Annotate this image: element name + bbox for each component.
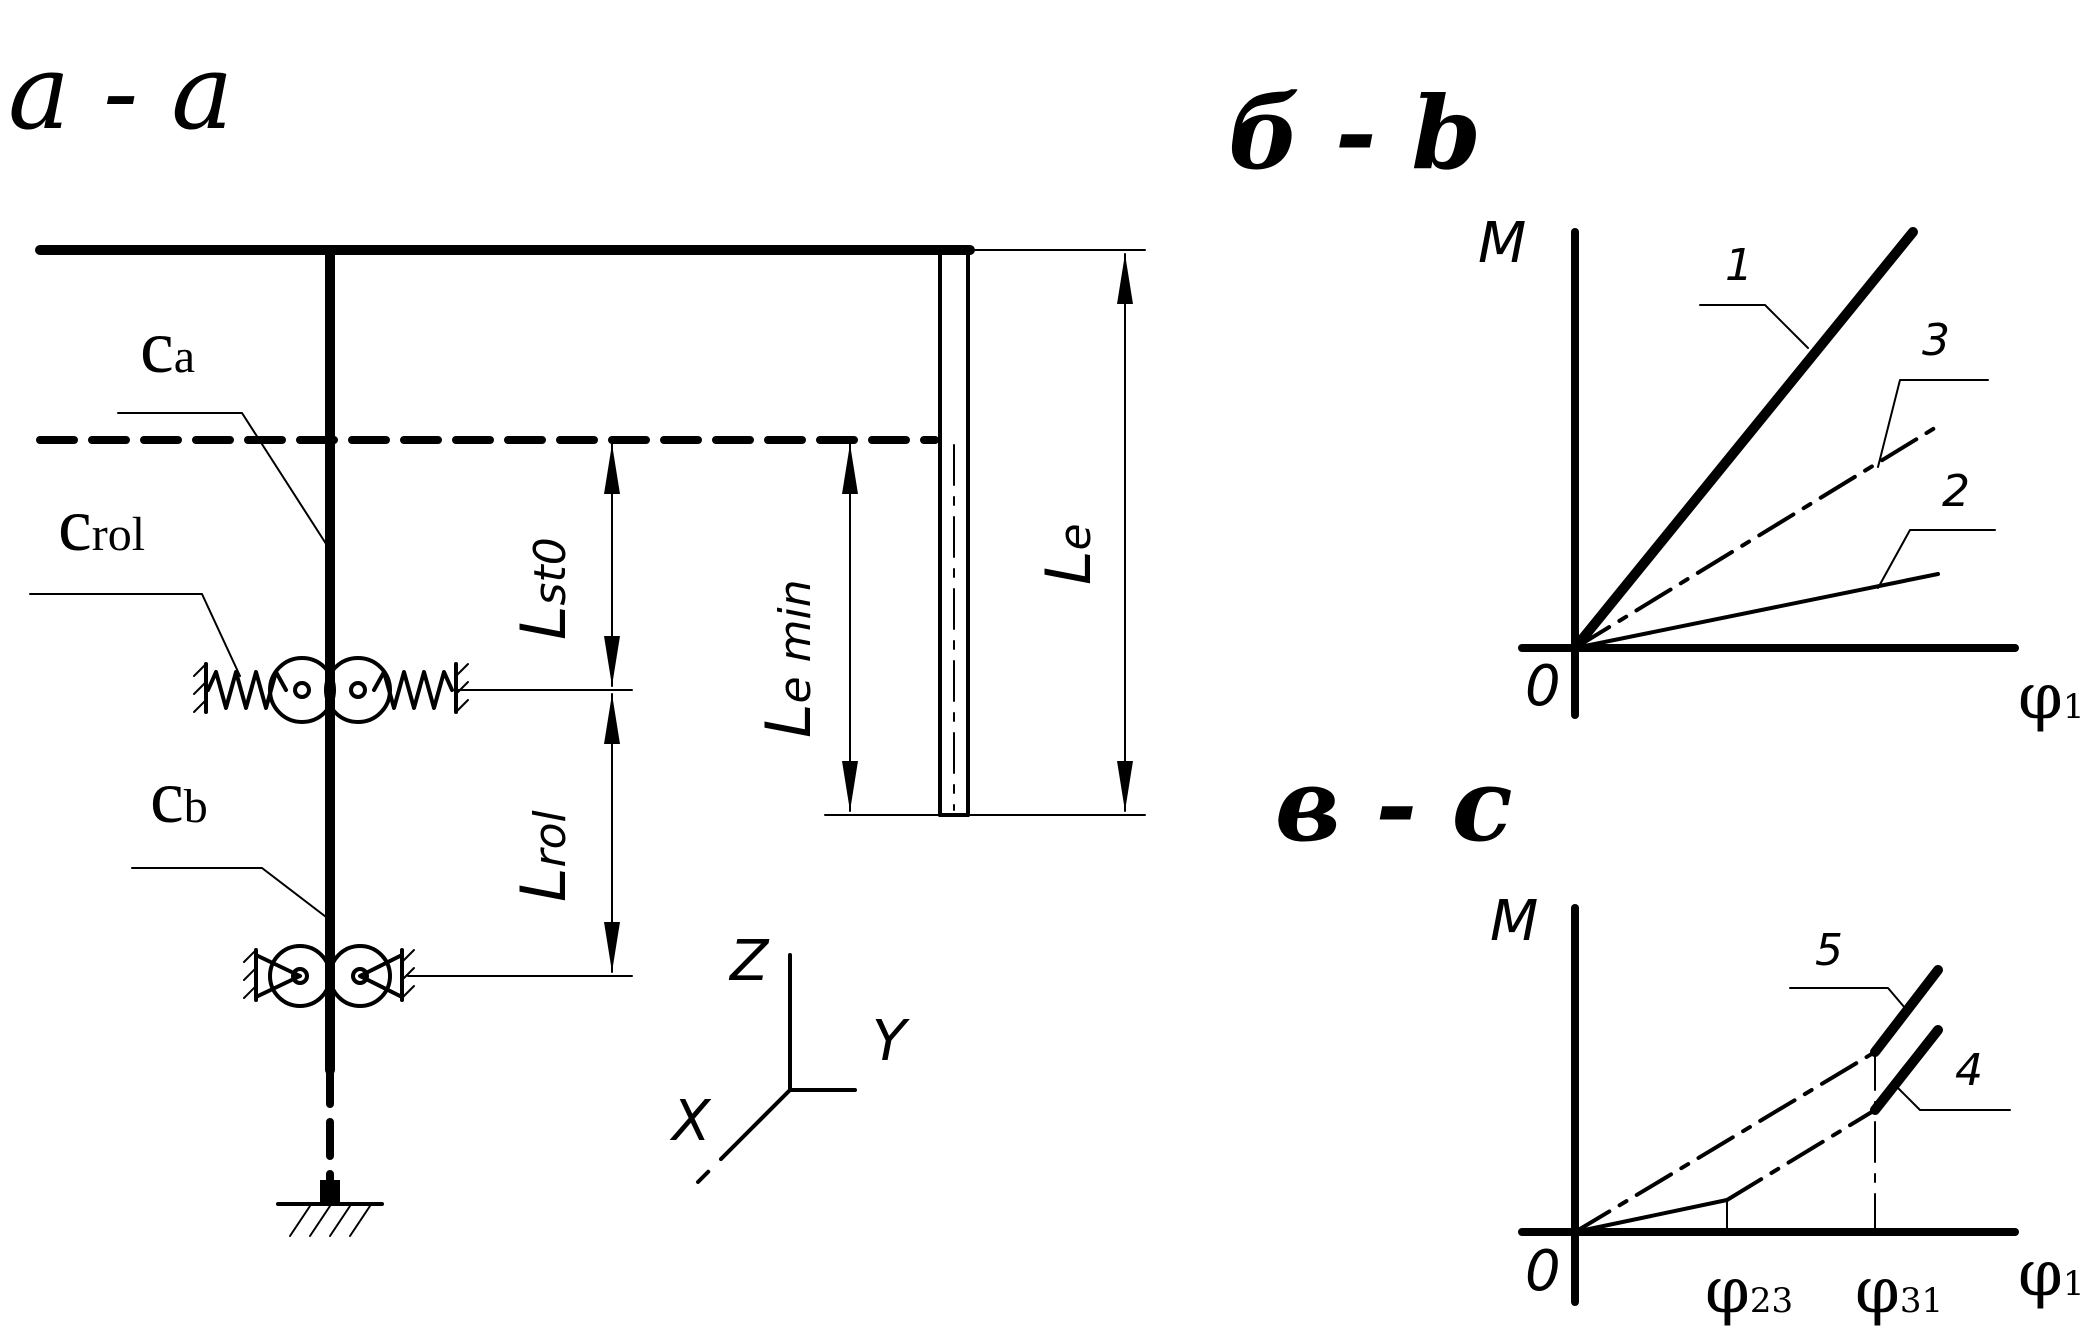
lower-right-roller xyxy=(328,944,392,1008)
ground-support xyxy=(276,1180,384,1237)
panel-b: б - b M 0 φ1 1 3 2 xyxy=(1228,74,2080,734)
curve-1-label: 1 xyxy=(1725,240,1753,291)
leader-curve-5 xyxy=(1789,987,1906,1009)
label-c-a: ca xyxy=(140,305,195,389)
curve-2 xyxy=(1573,572,1940,650)
label-l-e-min: Le min xyxy=(752,579,825,738)
label-l-st0: Lst0 xyxy=(507,537,580,640)
leader-curve-2 xyxy=(1877,529,1996,589)
curve-2-label: 2 xyxy=(1942,466,1970,517)
label-l-e: Le xyxy=(1032,523,1105,585)
axis-x-label: X xyxy=(669,1089,712,1154)
spring-roller-assembly xyxy=(193,656,469,724)
curve-3-label: 3 xyxy=(1922,315,1950,366)
curve-3 xyxy=(1573,424,1940,650)
right-spring xyxy=(372,670,454,710)
label-c-rol: crol xyxy=(58,483,145,567)
label-c-b: cb xyxy=(150,755,208,839)
plot-c-y-label: M xyxy=(1490,889,1538,954)
tick-phi-31-label: φ31 xyxy=(1855,1254,1943,1328)
panel-a-title: а - a xyxy=(8,31,233,153)
lower-bearing xyxy=(243,944,415,1008)
left-roller xyxy=(268,656,336,724)
blade xyxy=(938,250,970,817)
axis-z-label: Z xyxy=(728,929,770,994)
curve-5-upper xyxy=(1870,965,1943,1057)
tick-phi-23-label: φ23 xyxy=(1705,1254,1793,1328)
leader-c-b xyxy=(131,867,331,921)
plot-b-x-label: φ1 xyxy=(2018,660,2080,734)
leader-curve-4 xyxy=(1897,1087,2011,1111)
panel-b-title: б - b xyxy=(1228,74,1481,192)
label-l-rol: Lrol xyxy=(507,809,580,902)
curve-4-middle xyxy=(1725,1108,1877,1202)
panel-a: а - a ca crol xyxy=(8,31,1146,1237)
axis-y-label: Y xyxy=(872,1009,910,1074)
panel-c: в - c M 0 φ1 5 4 φ23 φ31 xyxy=(1275,746,2080,1328)
dim-l-st0 xyxy=(604,443,620,687)
dim-l-e-min xyxy=(842,443,858,812)
curve-4-upper xyxy=(1870,1025,1943,1115)
panel-c-title: в - c xyxy=(1275,746,1513,864)
plot-c-origin: 0 xyxy=(1525,1239,1561,1304)
plot-c-x-label: φ1 xyxy=(2018,1237,2080,1311)
plot-b-origin: 0 xyxy=(1525,654,1561,719)
dim-l-rol xyxy=(604,693,620,973)
coordinate-triad: Z Y X xyxy=(669,929,910,1184)
leader-curve-3 xyxy=(1877,379,1989,468)
leader-c-a xyxy=(117,412,331,551)
left-spring xyxy=(206,670,288,710)
leader-curve-1 xyxy=(1699,304,1809,349)
dim-l-e xyxy=(1117,253,1133,812)
curve-5-label: 5 xyxy=(1815,925,1843,976)
curve-4-first xyxy=(1573,1198,1729,1234)
plot-b-y-label: M xyxy=(1478,211,1526,276)
curve-5-lower xyxy=(1573,1050,1877,1234)
leader-c-rol xyxy=(29,593,241,677)
curve-1 xyxy=(1570,227,1918,653)
curve-4-label: 4 xyxy=(1955,1045,1983,1096)
